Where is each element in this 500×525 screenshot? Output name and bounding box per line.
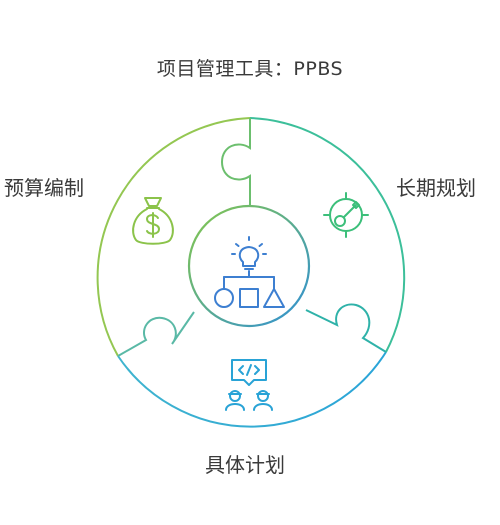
code-team-icon	[225, 359, 273, 411]
divider-right	[305, 303, 387, 353]
idea-shapes-icon	[214, 236, 285, 308]
segment-label-long-term-planning: 长期规划	[396, 176, 476, 200]
divider-top	[220, 118, 251, 214]
page-title: 项目管理工具：PPBS	[156, 58, 344, 80]
outer-arc-budgeting	[96, 117, 251, 357]
segment-label-budgeting: 预算编制	[4, 176, 84, 200]
money-bag-icon	[132, 197, 174, 245]
divider-left	[117, 311, 195, 357]
outer-arc-specific-planning	[117, 351, 387, 428]
segment-label-specific-planning: 具体计划	[205, 453, 285, 477]
target-dart-icon	[323, 192, 369, 238]
outer-arc-long-term-planning	[249, 117, 406, 353]
